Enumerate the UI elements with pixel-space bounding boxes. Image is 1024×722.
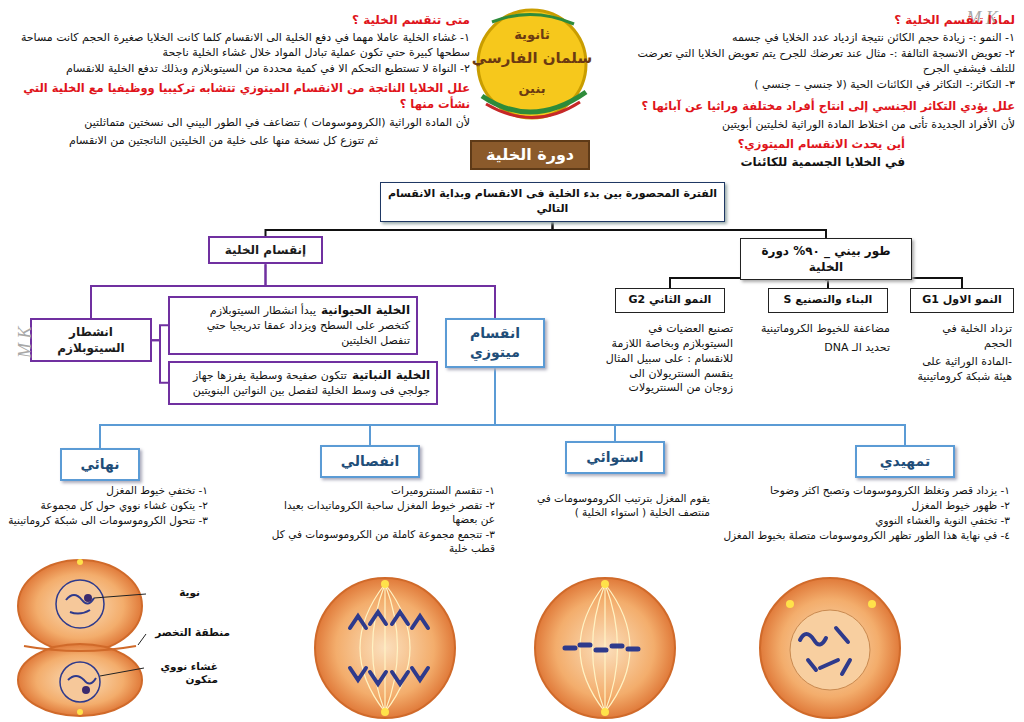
- list-item: ١- غشاء الخلية عاملا مهما في دفع الخلية …: [10, 31, 470, 61]
- list-item: ٢- تقصر خيوط المغزل ساحبة الكروماتيدات ب…: [270, 499, 495, 526]
- anaphase-cell: [315, 578, 455, 718]
- node-text: انفصالي: [341, 453, 400, 469]
- phase-box: تمهيدي: [855, 445, 955, 478]
- node-text: نهائي: [80, 456, 119, 472]
- list-item: يقوم المغزل بترتيب الكروموسومات في منتصف…: [520, 492, 710, 519]
- list-item: ٣- التكاثر:- التكاثر في الكائنات الحية (…: [620, 78, 1015, 93]
- node-text: إنقسام الخلية: [225, 243, 306, 257]
- info-box: الخلية الحيوانيةيبدأ انشطار السيتوبلازم …: [168, 296, 418, 355]
- node-text: استوائي: [586, 449, 643, 465]
- info-box: الخلية النباتيةتتكون صفيحة وسطية يفرزها …: [168, 361, 438, 405]
- node-text: النمو الثاني G2: [629, 293, 712, 306]
- list-item: ٣- تتحول الكروموسومات الى شبكة كروماتيني…: [8, 514, 208, 528]
- phase-box: استوائي: [565, 441, 665, 474]
- node-text: تمهيدي: [880, 453, 931, 469]
- phase-box: نهائي: [60, 448, 140, 481]
- question-heading: لماذا تنقسم الخلية ؟: [600, 12, 1015, 28]
- figure-label: غشاء نووي متكون: [150, 660, 218, 686]
- phase-note: تحديد الـ DNA: [760, 341, 890, 356]
- answer: لأن الأفراد الجديدة تأتى من اختلاط الماد…: [600, 118, 1015, 133]
- figure-label: منطقة التخصر: [150, 626, 230, 639]
- answer: ثم تتوزع كل نسخة منها على خلية من الخليت…: [10, 134, 378, 149]
- connector: [495, 368, 905, 445]
- phase-box: النمو الثاني G2: [615, 288, 725, 313]
- list-item: ١- تختفي خيوط المغزل: [8, 484, 208, 498]
- phase-box: انفصالي: [320, 445, 420, 478]
- definition-box: الفترة المحصورة بين بدء الخلية فى الانقس…: [380, 182, 725, 222]
- interphase-box: طور بيني _ ٩٠% دورة الخلية: [740, 238, 912, 280]
- answer: في الخلايا الجسمية للكائنات: [600, 154, 905, 170]
- phase-note: تصنيع العضيات في السيتوبلازم وبخاصة اللا…: [598, 322, 733, 396]
- connector: [152, 325, 168, 340]
- figure-label: نوية: [150, 586, 200, 599]
- node-text: طور بيني _ ٩٠% دورة الخلية: [761, 244, 890, 274]
- question: علل الخلايا الناتجة من الانقسام الميتوزي…: [10, 81, 470, 112]
- node-text: البناء والتصنيع S: [784, 293, 873, 306]
- watermark: M K: [13, 307, 37, 377]
- division-box: إنقسام الخلية: [208, 236, 323, 264]
- question: علل يؤدي التكاثر الجنسي إلى انتاج أفراد …: [560, 99, 1015, 115]
- node-text: انشطار السيتوبلازم: [57, 325, 124, 355]
- logo-text: سلمان الفارسي: [470, 48, 594, 68]
- node-text: انقسام ميتوزي: [453, 324, 537, 362]
- cytokinesis-box: انشطار السيتوبلازم: [30, 318, 152, 362]
- connector: [495, 368, 615, 441]
- list-item: ٤- في نهاية هذا الطور تظهر الكروموسومات …: [720, 529, 1010, 543]
- list-item: ٢- يتكون غشاء نووي حول كل مجموعة: [8, 499, 208, 513]
- question: أين يحدث الانقسام الميتوزي؟: [600, 137, 905, 153]
- mitosis-box: انقسام ميتوزي: [445, 318, 545, 368]
- phase-box: النمو الاول G1: [910, 288, 1014, 313]
- list-item: ٣- تختفي النوية والغشاء النووي: [720, 514, 1010, 528]
- phase-note: -المادة الوراثية على هيئة شبكة كروماتيني…: [912, 355, 1012, 385]
- metaphase-cell: [535, 578, 675, 718]
- node-text: الفترة المحصورة بين بدء الخلية فى الانقس…: [388, 187, 717, 215]
- phase-note: مضاعفة للخيوط الكروماتينية: [760, 322, 890, 337]
- connector: [553, 222, 827, 238]
- list-item: ٢- تعويض الانسجة التالفة :- مثال عند تعر…: [620, 47, 1015, 77]
- list-item: ١- يزداد قصر وتغلظ الكروموسومات وتصبح اك…: [720, 484, 1010, 498]
- answer: لأن المادة الوراثية (الكروموسومات ) تتضا…: [10, 116, 470, 131]
- node-text: النمو الاول G1: [922, 293, 1001, 306]
- phase-box: البناء والتصنيع S: [768, 288, 888, 313]
- list-item: ٢- ظهور خيوط المغزل: [720, 499, 1010, 513]
- list-item: ١- النمو :- زيادة حجم الكائن نتيجة ازديا…: [620, 31, 1015, 46]
- list-item: ٢- النواة لا تستطيع التحكم الا في كمية م…: [10, 62, 470, 77]
- prophase-cell: [760, 578, 900, 718]
- list-item: ٣- تتجمع مجموعة كاملة من الكروموسومات في…: [270, 528, 495, 555]
- list-item: ١- تنقسم السنترومیرات: [270, 484, 495, 498]
- telophase-cell: [18, 559, 146, 716]
- phase-note: تزداد الخلية في الحجم: [912, 322, 1012, 352]
- connector: [266, 222, 553, 236]
- connector: [152, 340, 168, 383]
- question-heading: متى تنقسم الخلية ؟: [10, 12, 470, 28]
- title-banner: دورة الخلية: [470, 140, 590, 170]
- logo-text: بنين: [482, 80, 582, 98]
- logo-text: ثانوية: [482, 26, 582, 44]
- node-text: الخلية الحيوانية: [321, 303, 410, 317]
- node-text: الخلية النباتية: [352, 368, 430, 382]
